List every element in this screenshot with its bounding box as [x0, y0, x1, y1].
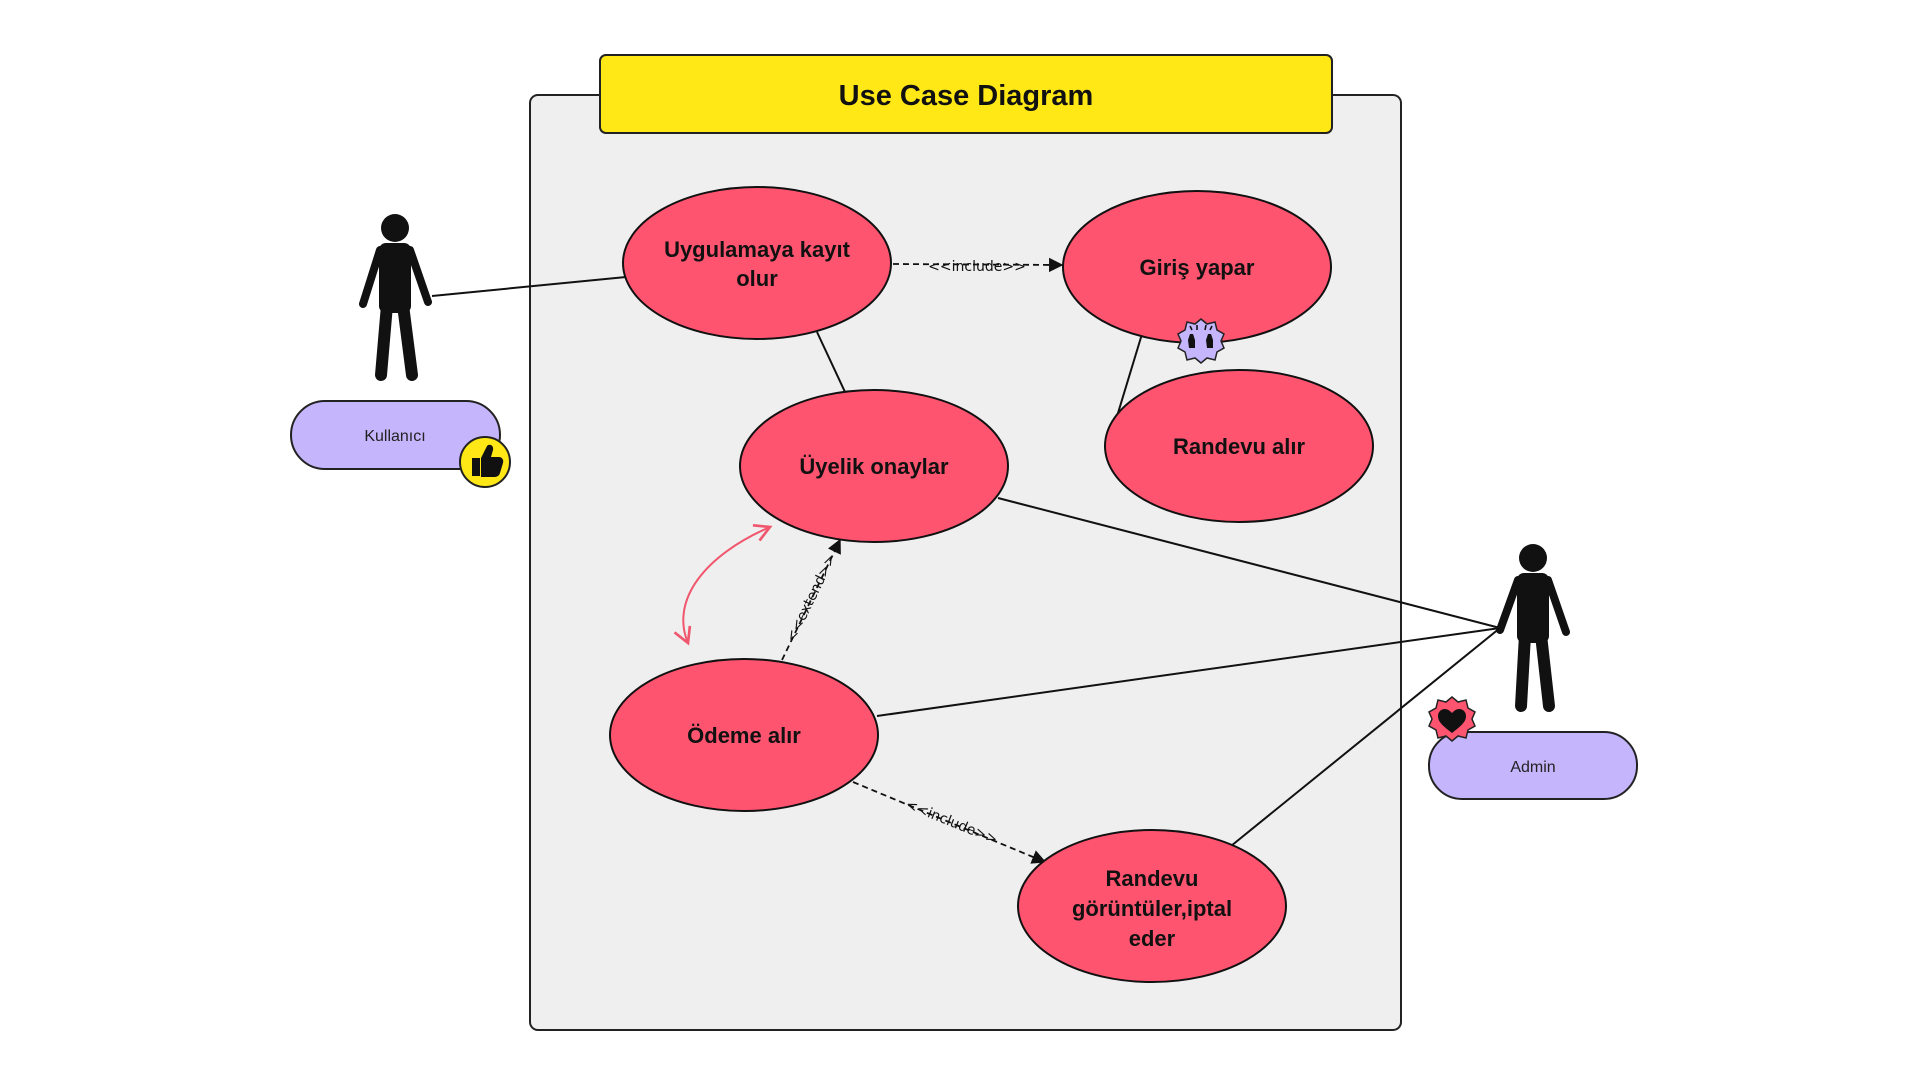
include-arrow-1: [892, 257, 1064, 273]
use-case-appointment[interactable]: Randevu alır: [1104, 369, 1374, 523]
actor-admin[interactable]: Admin: [1428, 544, 1638, 800]
assoc-register-approve: [816, 331, 846, 393]
include-arrow-2: [852, 781, 1047, 864]
use-case-approve[interactable]: Üyelik onaylar: [739, 389, 1009, 543]
use-case-login-line-1: Giriş yapar: [1140, 255, 1255, 280]
use-case-login[interactable]: Giriş yapar: [1062, 190, 1332, 344]
use-case-register-line-2: olur: [736, 266, 778, 291]
use-case-register[interactable]: Uygulamaya kayıt olur: [622, 186, 892, 340]
diagram-title: Use Case Diagram: [839, 80, 1094, 112]
use-case-register-line-1: Uygulamaya kayıt: [664, 237, 851, 262]
heart-icon: [1428, 696, 1476, 742]
use-case-approve-line-1: Üyelik onaylar: [799, 454, 949, 479]
assoc-approve-admin: [997, 497, 1501, 629]
thumbs-up-icon: [459, 436, 511, 488]
use-case-view-cancel-line-1: Randevu: [1106, 866, 1199, 891]
actor-admin-label: Admin: [1510, 759, 1555, 776]
use-case-payment-line-1: Ödeme alır: [687, 723, 801, 748]
use-case-appointment-line-1: Randevu alır: [1173, 434, 1305, 459]
title-box: [599, 54, 1333, 134]
use-case-view-cancel[interactable]: Randevu görüntüler,iptal eder: [1017, 829, 1287, 983]
actor-admin-label-box: [1428, 731, 1638, 800]
curved-double-arrow: [673, 523, 773, 646]
stick-figure-icon: [359, 214, 432, 381]
actor-user-label-box: [290, 400, 501, 470]
use-case-view-cancel-line-2: görüntüler,iptal: [1072, 896, 1232, 921]
assoc-payment-admin: [876, 627, 1501, 717]
include-label-1: <<include>>: [928, 259, 1026, 275]
extend-arrow-1: [781, 538, 841, 661]
raised-hands-icon: [1177, 318, 1225, 364]
stick-figure-icon: [1496, 544, 1570, 712]
assoc-viewcancel-admin: [1230, 627, 1501, 847]
assoc-user-register: [431, 276, 627, 297]
actor-user[interactable]: Kullanıcı: [290, 214, 511, 488]
actor-user-label: Kullanıcı: [364, 428, 425, 445]
use-case-view-cancel-line-3: eder: [1129, 926, 1176, 951]
use-case-payment[interactable]: Ödeme alır: [609, 658, 879, 812]
